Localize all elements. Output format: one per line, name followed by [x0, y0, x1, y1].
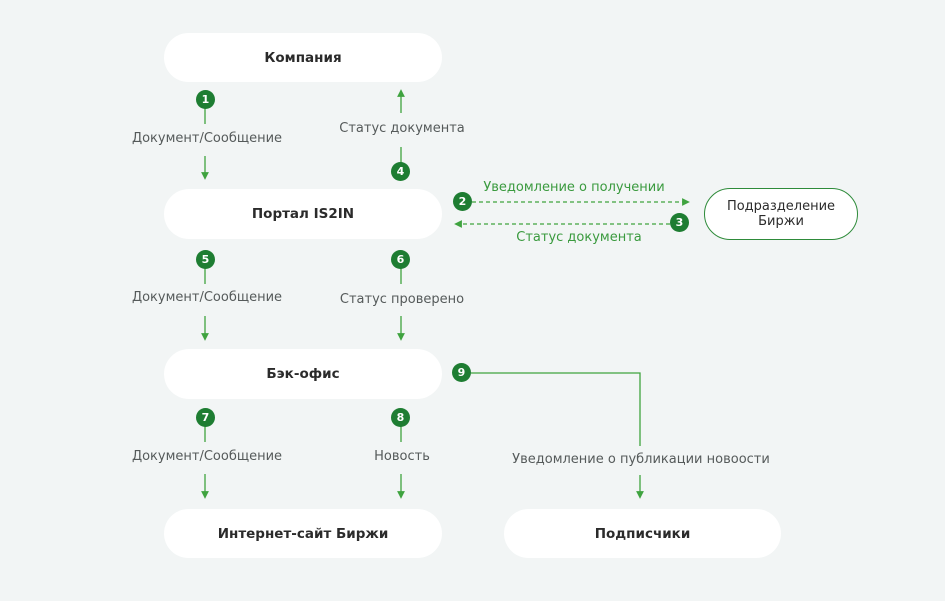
label-doc-message-1: Документ/Сообщение	[131, 131, 283, 146]
step-badge-1: 1	[196, 90, 215, 109]
node-exchange-division-line2: Биржи	[758, 214, 804, 229]
label-receipt-notice: Уведомление о получении	[483, 180, 665, 195]
step-badge-8: 8	[391, 408, 410, 427]
node-portal: Портал IS2IN	[164, 189, 442, 239]
label-doc-status-1: Статус документа	[339, 121, 465, 136]
connector-step-9	[471, 372, 641, 446]
label-publication-notice: Уведомление о публикации новоости	[512, 452, 770, 467]
node-company: Компания	[164, 33, 442, 82]
label-doc-message-3: Документ/Сообщение	[131, 449, 283, 464]
node-exchange-division: Подразделение Биржи	[704, 188, 858, 240]
step-badge-3: 3	[670, 213, 689, 232]
label-doc-message-2: Документ/Сообщение	[131, 290, 283, 305]
label-news: Новость	[374, 449, 430, 464]
step-badge-5: 5	[196, 250, 215, 269]
label-doc-status-2: Статус документа	[516, 230, 642, 245]
step-badge-7: 7	[196, 408, 215, 427]
step-badge-9: 9	[452, 363, 471, 382]
node-subscribers: Подписчики	[504, 509, 781, 558]
node-exchange-division-line1: Подразделение	[726, 199, 836, 214]
node-website: Интернет-сайт Биржи	[164, 509, 442, 558]
label-status-checked: Статус проверено	[339, 292, 465, 307]
step-badge-4: 4	[391, 162, 410, 181]
step-badge-6: 6	[391, 250, 410, 269]
node-backoffice: Бэк-офис	[164, 349, 442, 399]
step-badge-2: 2	[453, 192, 472, 211]
